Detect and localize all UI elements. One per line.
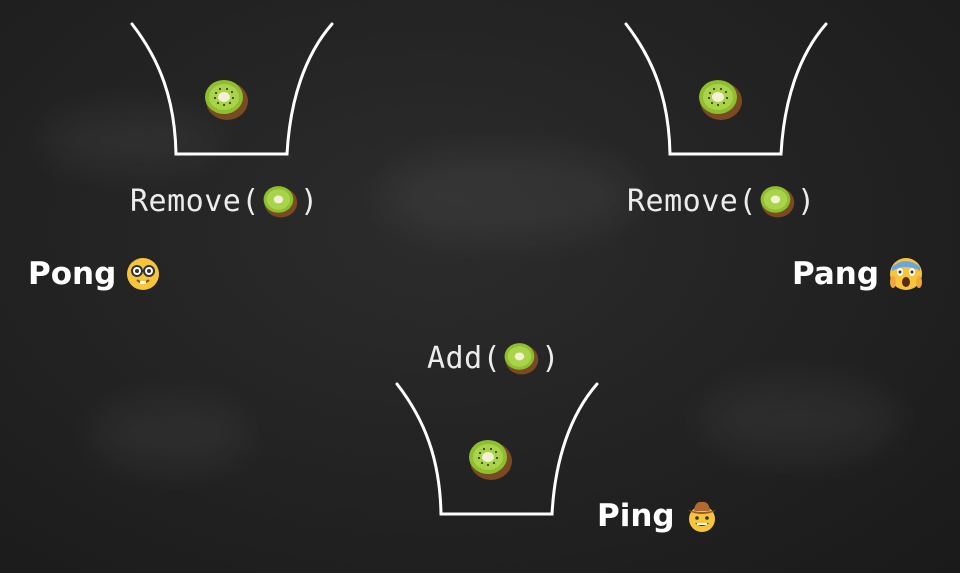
- kiwi-icon: [263, 186, 298, 218]
- basket-left: [130, 22, 334, 156]
- nerd-face-icon: [127, 258, 160, 290]
- player-pang: Pang: [792, 254, 923, 294]
- kiwi-icon: [205, 80, 248, 120]
- kiwi-icon: [760, 186, 795, 218]
- cowboy-face-icon: [687, 501, 716, 532]
- player-ping: Ping: [597, 496, 719, 536]
- add-label: Add( ): [427, 338, 560, 378]
- op-suffix: ): [541, 340, 560, 376]
- basket-right: [624, 22, 828, 156]
- op-suffix: ): [796, 183, 816, 219]
- player-name: Pong: [28, 256, 117, 292]
- remove-label-left: Remove( ): [130, 181, 319, 221]
- player-name: Pang: [792, 256, 880, 292]
- op-suffix: ): [299, 183, 319, 219]
- op-prefix: Remove(: [627, 183, 757, 219]
- player-pong: Pong: [28, 254, 160, 294]
- basket-bottom: [395, 382, 599, 516]
- kiwi-icon: [699, 80, 742, 120]
- kiwi-icon: [504, 343, 539, 375]
- op-prefix: Remove(: [130, 183, 260, 219]
- player-name: Ping: [597, 498, 675, 534]
- screaming-face-icon: [890, 258, 923, 290]
- remove-label-right: Remove( ): [627, 181, 816, 221]
- kiwi-icon: [469, 440, 512, 480]
- op-prefix: Add(: [427, 340, 502, 376]
